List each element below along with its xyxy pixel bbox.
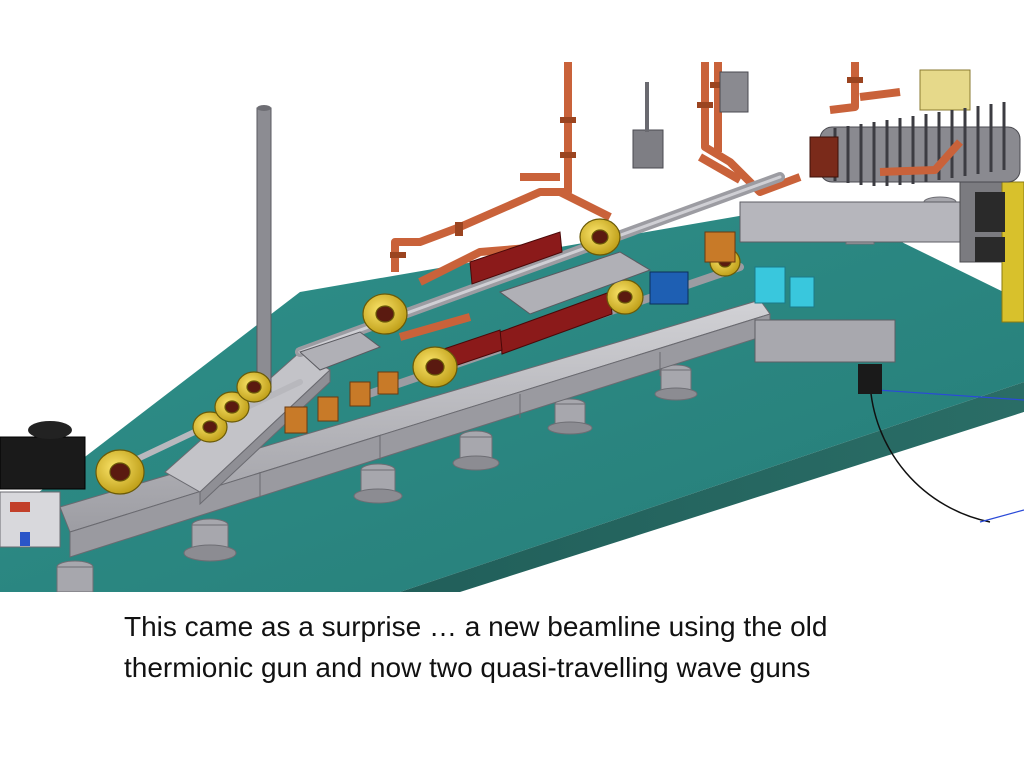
diagnostic-block [739, 69, 1024, 363]
cyan-diagnostics [649, 266, 882, 394]
support-platform [299, 251, 652, 371]
beamline-cad-render-image [0, 52, 1024, 592]
vent-pipe [256, 105, 272, 399]
slide-caption: This came as a surprise … a new beamline… [124, 611, 828, 683]
thermionic-gun [0, 421, 86, 548]
electronics-box [632, 71, 749, 169]
support-pedestals [56, 196, 963, 592]
waveguide-flanges [390, 77, 863, 258]
cad-render-svg [0, 62, 1024, 592]
corrector-magnets [284, 231, 736, 434]
accelerating-structure [809, 102, 1021, 186]
main-girder [59, 299, 771, 558]
